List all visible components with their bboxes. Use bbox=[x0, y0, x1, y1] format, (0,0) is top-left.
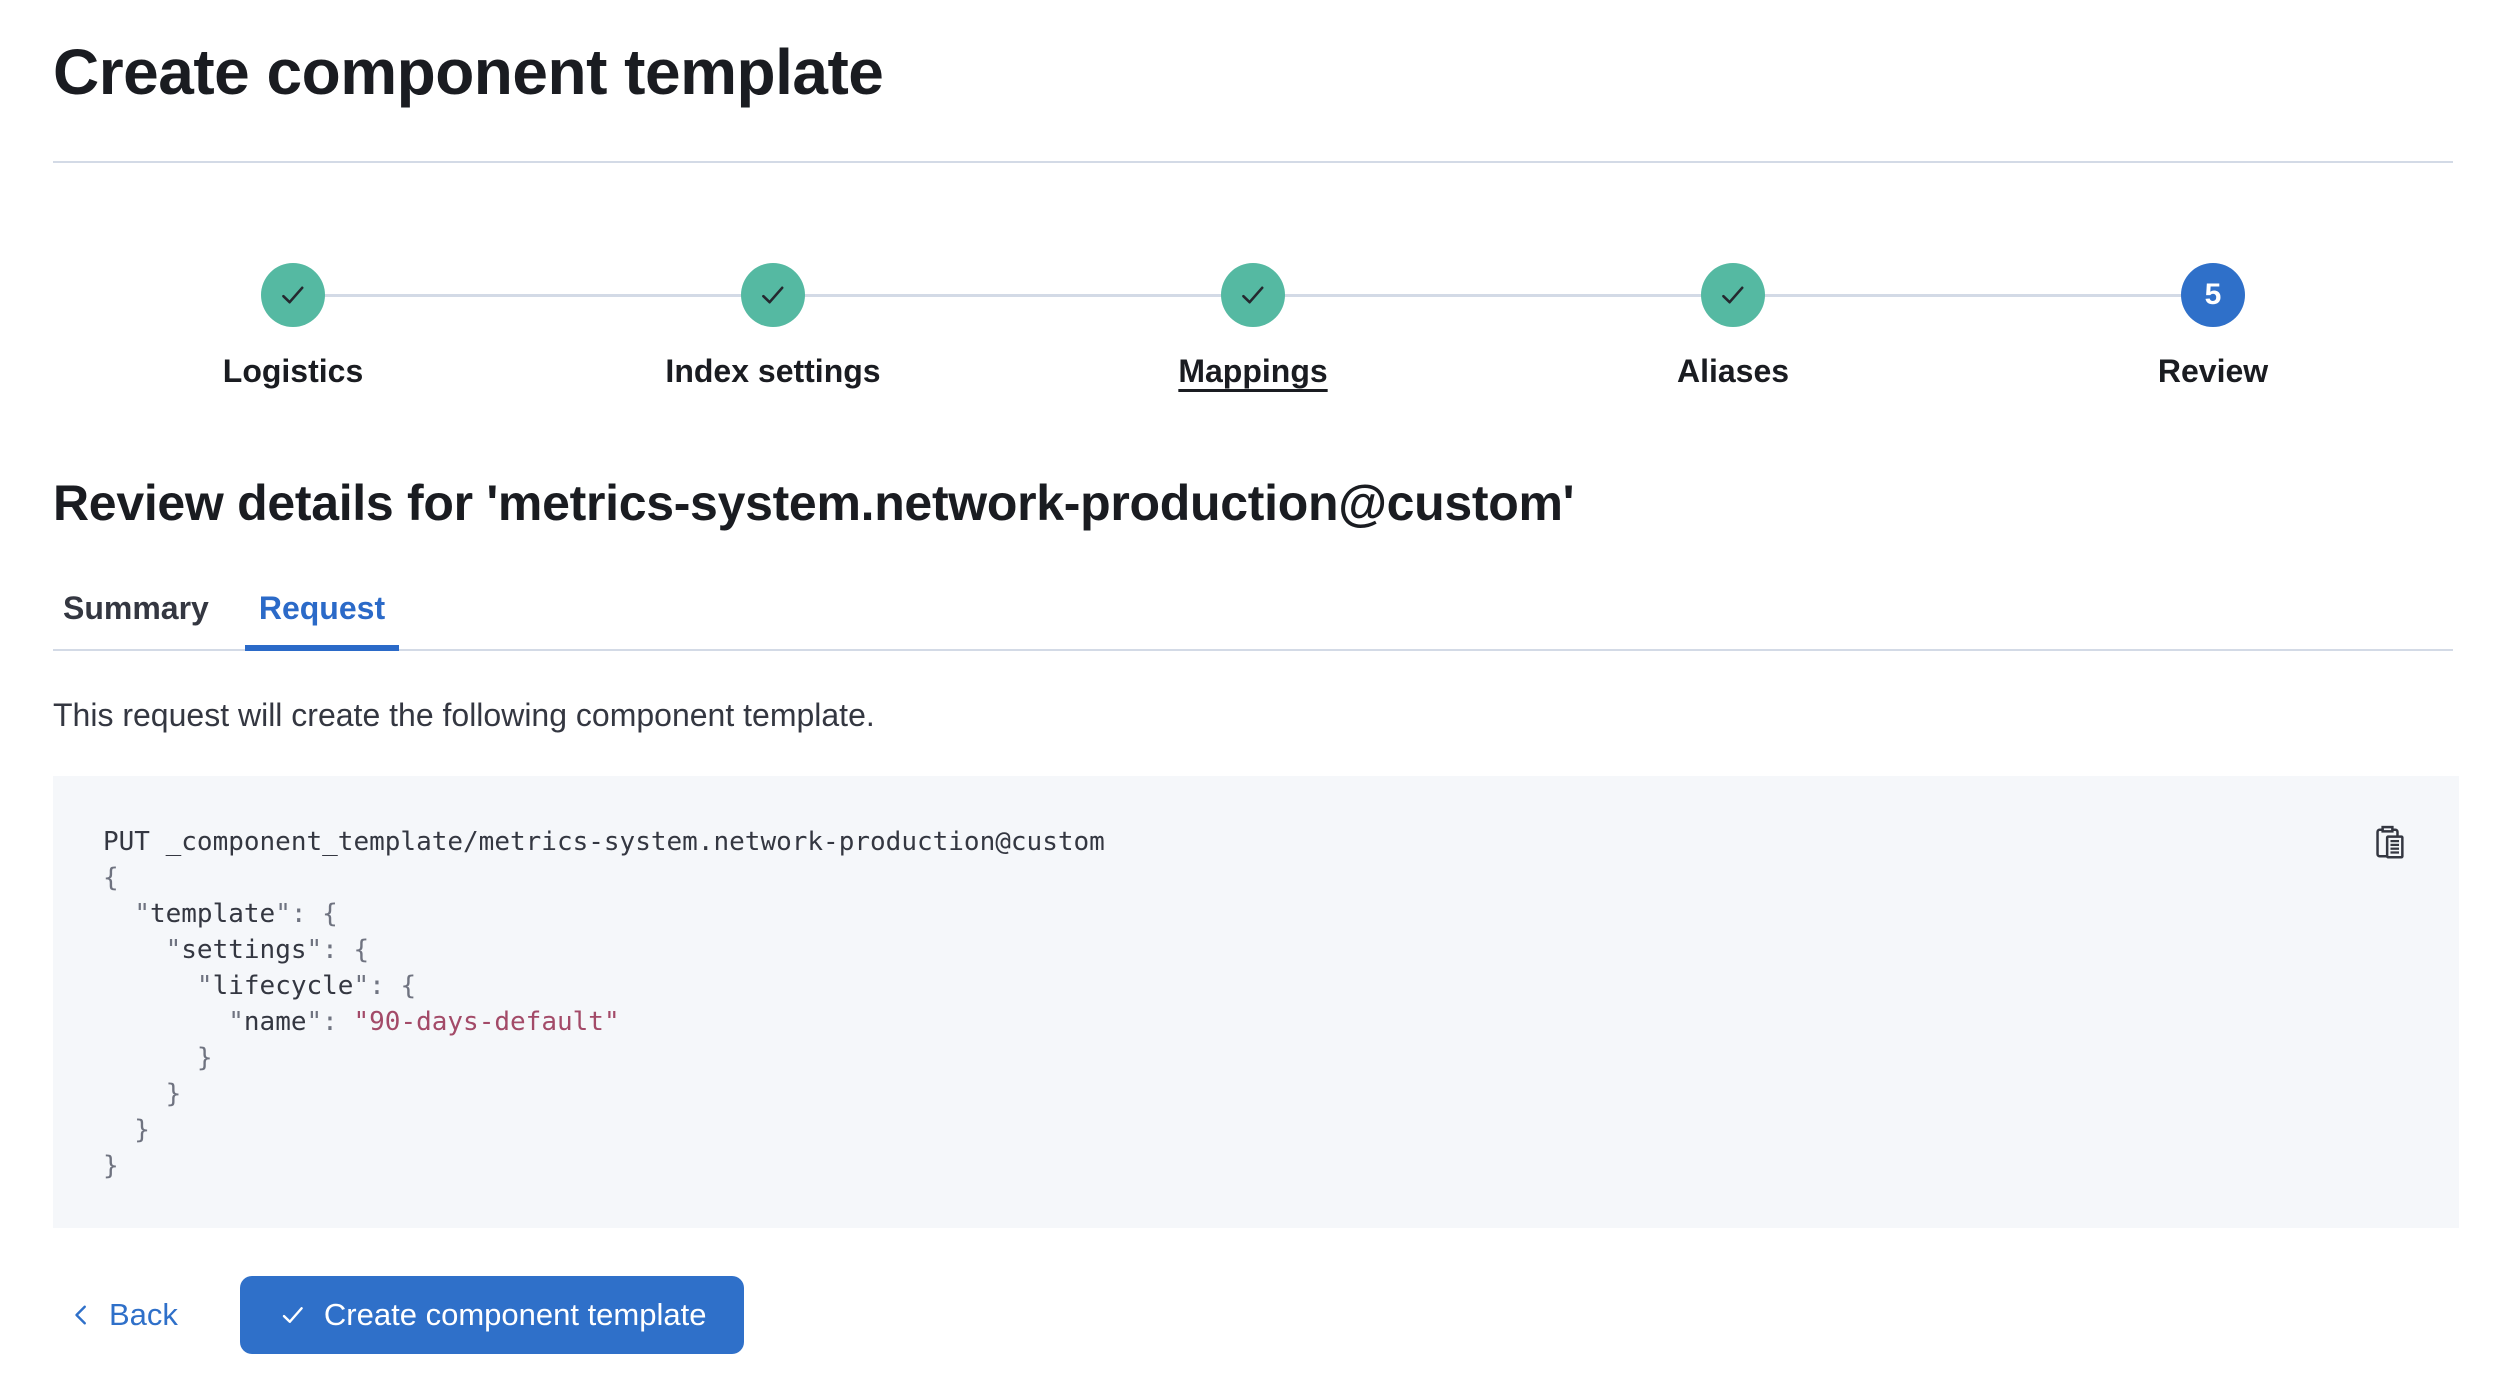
chevron-left-icon bbox=[69, 1303, 93, 1327]
footer-actions: Back Create component template bbox=[53, 1275, 2453, 1354]
step-status-circle: 2 bbox=[741, 262, 805, 327]
step-number: 5 bbox=[2204, 277, 2222, 311]
step-label: Aliases bbox=[1676, 352, 1790, 389]
create-button-label: Create component template bbox=[323, 1296, 707, 1332]
step-index-settings[interactable]: 2 Index settings bbox=[533, 262, 1013, 390]
request-description: This request will create the following c… bbox=[53, 696, 875, 733]
step-label: Index settings bbox=[665, 352, 881, 389]
step-indicator: 1 Logistics 2 Index settings 3 Mappings … bbox=[53, 262, 2453, 390]
step-mappings[interactable]: 3 Mappings bbox=[1013, 262, 1493, 390]
check-icon bbox=[282, 286, 304, 304]
tab-summary[interactable]: Summary bbox=[49, 590, 223, 649]
tab-request[interactable]: Request bbox=[244, 590, 400, 651]
step-label: Logistics bbox=[222, 352, 364, 389]
create-component-template-button[interactable]: Create component template bbox=[239, 1275, 745, 1354]
request-code-block: PUT _component_template/metrics-system.n… bbox=[53, 775, 2459, 1228]
step-status-circle: 5 bbox=[2181, 262, 2245, 327]
code-lines: PUT _component_template/metrics-system.n… bbox=[103, 824, 2409, 1184]
back-button[interactable]: Back bbox=[53, 1276, 194, 1354]
code-line: "lifecycle": { bbox=[196, 970, 417, 1001]
step-status-circle: 3 bbox=[1221, 262, 1285, 327]
check-icon bbox=[1242, 286, 1264, 304]
code-line: } bbox=[103, 1078, 182, 1109]
step-review[interactable]: 5 Review bbox=[1973, 262, 2453, 390]
code-line: "settings": { bbox=[165, 934, 370, 965]
page-title: Create component template bbox=[53, 36, 884, 108]
code-line: { bbox=[103, 862, 119, 893]
step-label: Mappings bbox=[1178, 352, 1328, 389]
code-line: } bbox=[103, 1042, 213, 1073]
code-line: } bbox=[103, 1150, 119, 1181]
step-status-circle: 1 bbox=[261, 262, 325, 327]
copy-clipboard-icon[interactable] bbox=[2371, 824, 2409, 862]
back-button-label: Back bbox=[109, 1296, 178, 1332]
code-line: } bbox=[103, 1114, 150, 1145]
review-heading: Review details for 'metrics-system.netwo… bbox=[53, 474, 1575, 531]
step-status-circle: 4 bbox=[1701, 262, 1765, 327]
code-line: PUT _component_template/metrics-system.n… bbox=[103, 826, 1105, 857]
code-line: "name": "90-days-default" bbox=[228, 1006, 620, 1037]
step-logistics[interactable]: 1 Logistics bbox=[53, 262, 533, 390]
step-aliases[interactable]: 4 Aliases bbox=[1493, 262, 1973, 390]
tab-bar: Summary Request bbox=[53, 590, 2453, 651]
check-icon bbox=[762, 286, 784, 304]
check-icon bbox=[1722, 286, 1744, 304]
step-label: Review bbox=[2157, 352, 2269, 389]
code-line: "template": { bbox=[134, 898, 338, 929]
header-divider bbox=[53, 160, 2453, 163]
page-container: Create component template 1 Logistics 2 … bbox=[53, 0, 2459, 1354]
check-icon bbox=[278, 1300, 308, 1330]
